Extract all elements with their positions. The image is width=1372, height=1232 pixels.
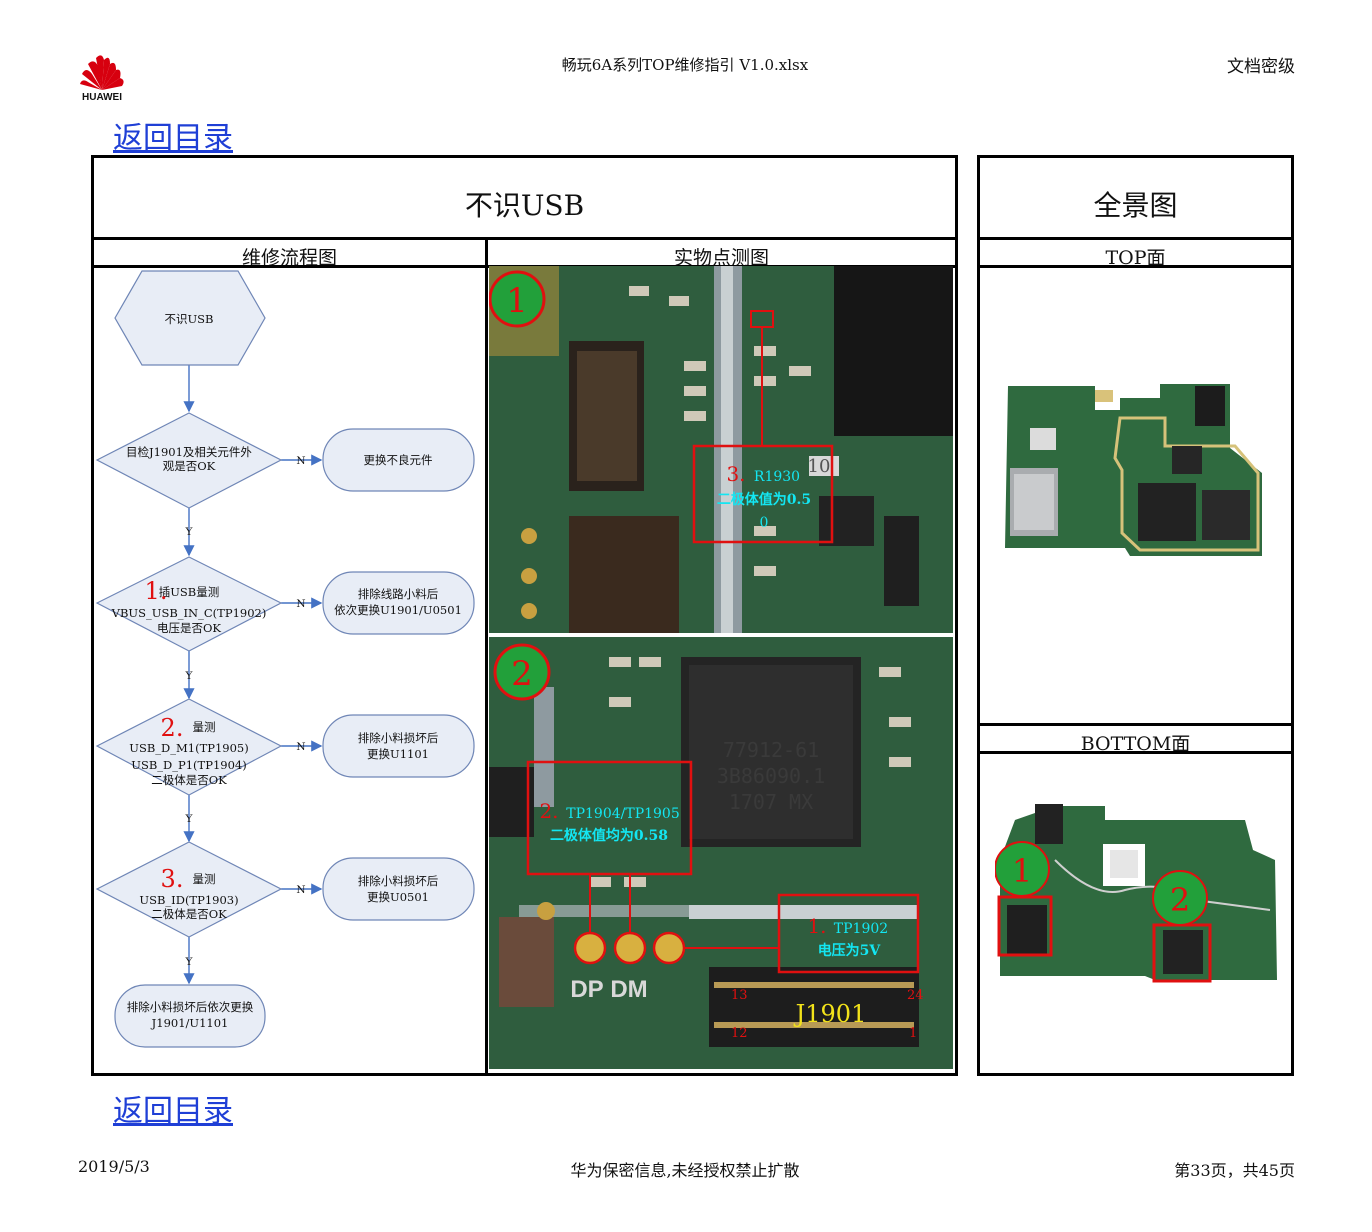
photo2-label1-line1: TP1902	[834, 921, 888, 937]
marker-1-circle	[489, 270, 546, 328]
flow-end-shape	[114, 984, 266, 1048]
top-side-label: TOP面	[1105, 247, 1166, 269]
flow-d3-line2: USB_D_M1(TP1905)	[129, 741, 248, 755]
bottom-marker-2-circle	[1152, 870, 1208, 926]
flow-decision-4	[95, 841, 283, 938]
flow-no-1: N	[296, 455, 305, 467]
pin-24: 24	[907, 988, 924, 1003]
photo2-chip-line2: 3B86090.1	[717, 764, 825, 788]
document-title: 畅玩6A系列TOP维修指引 V1.0.xlsx	[561, 56, 809, 74]
silk-dp: DP	[570, 976, 603, 1003]
bottom-marker-1-box	[997, 895, 1053, 957]
flow-d4-line1: 量测	[193, 872, 216, 886]
logo-text: HUAWEI	[82, 92, 122, 103]
flow-d3-line1: 量测	[193, 720, 216, 734]
flow-d4-line3: 二极体是否OK	[151, 907, 227, 921]
flow-no-4: N	[296, 884, 305, 896]
main-title: 不识USB	[464, 189, 585, 222]
flow-start-text: 不识USB	[164, 312, 213, 326]
footer-date: 2019/5/3	[78, 1157, 150, 1176]
flow-action-4-line2: 更换U0501	[367, 890, 429, 904]
flow-d2-line1: 插USB量测	[159, 585, 220, 599]
flow-start-shape	[114, 270, 266, 366]
flow-action-3	[322, 714, 475, 778]
photo2-chip-line3: 1707 MX	[729, 790, 813, 814]
silk-dm: DM	[610, 976, 647, 1003]
photo1-chip-text: 10	[808, 456, 831, 477]
flow-end-line2: J1901/U1101	[151, 1016, 229, 1030]
flow-action-3-line1: 排除小料损坏后	[358, 731, 439, 745]
flow-action-1-text: 更换不良元件	[364, 453, 433, 467]
flow-action-2-line2: 依次更换U1901/U0501	[334, 603, 462, 617]
flow-d2-line3: 电压是否OK	[157, 621, 221, 635]
photo-column-title: 实物点测图	[673, 247, 769, 269]
pin-12: 12	[731, 1026, 748, 1041]
marker-2-circle	[493, 643, 551, 701]
footer-notice: 华为保密信息,未经授权禁止扩散	[570, 1161, 800, 1180]
flow-yes-2: Y	[185, 670, 194, 682]
bottom-board-image: 1 2	[995, 804, 1277, 983]
flow-d2-number: 1.	[145, 577, 168, 605]
flow-action-2	[322, 571, 475, 635]
back-to-contents-link-bottom[interactable]: 返回目录	[113, 1094, 233, 1129]
test-point-photo-2: 2 77912-61 3B86090.1 1707 MX 2. TP1904/T…	[489, 637, 953, 1069]
photo2-callout-box-2	[526, 760, 693, 876]
photo2-label2-number: 2.	[539, 799, 558, 823]
flow-d2-line2: VBUS_USB_IN_C(TP1902)	[111, 606, 267, 620]
flow-d1-line1: 目检J1901及相关元件外	[126, 445, 252, 459]
huawei-logo-icon	[80, 55, 124, 90]
photo1-callout-box	[692, 444, 834, 544]
photo2-label1-number: 1.	[807, 914, 826, 938]
huawei-logo: HUAWEI	[74, 50, 134, 106]
flow-yes-3: Y	[185, 813, 194, 825]
flow-d3-number: 2.	[161, 714, 184, 742]
bottom-marker-2: 2	[1170, 881, 1190, 919]
photo2-callout-box-1	[777, 893, 920, 974]
footer-page: 第33页，共45页	[1174, 1161, 1295, 1180]
flow-decision-2	[95, 556, 283, 652]
flow-decision-1	[95, 412, 283, 509]
photo2-label2-line1: TP1904/TP1905	[566, 806, 680, 822]
photo1-marker: 1	[506, 281, 528, 321]
bottom-side-label: BOTTOM面	[1080, 733, 1191, 755]
photo2-label1-line2: 电压为5V	[818, 942, 882, 959]
photo2-label2-line2: 二极体值均为0.58	[550, 827, 668, 844]
overview-title: 全景图	[1093, 189, 1178, 222]
photo2-chip-line1: 77912-61	[723, 738, 819, 762]
connector-label: J1901	[793, 1000, 867, 1028]
flow-d4-number: 3.	[161, 865, 184, 893]
flow-no-2: N	[296, 598, 305, 610]
pin-1: 1	[909, 1026, 917, 1041]
flow-d3-line4: 二极体是否OK	[151, 773, 227, 787]
back-to-contents-link-top[interactable]: 返回目录	[113, 121, 233, 156]
document-classification: 文档密级	[1227, 57, 1295, 77]
flow-column-title: 维修流程图	[241, 247, 337, 269]
flow-yes-4: Y	[185, 956, 194, 968]
flow-end-line1: 排除小料损坏后依次更换	[127, 1000, 254, 1014]
flow-d3-line3: USB_D_P1(TP1904)	[131, 758, 246, 772]
repair-flowchart: 不识USB 目检J1901及相关元件外 观是否OK 插USB量测 VBUS_US…	[95, 270, 475, 1048]
top-board-image	[1005, 384, 1262, 556]
pin-13: 13	[731, 988, 748, 1003]
flow-yes-1: Y	[185, 526, 194, 538]
flow-d4-line2: USB_ID(TP1903)	[139, 893, 238, 907]
bottom-marker-1-circle	[995, 841, 1050, 897]
photo1-label-number: 3.	[726, 462, 745, 486]
flow-action-4	[322, 857, 475, 921]
flow-d1-line2: 观是否OK	[163, 459, 216, 473]
pcb-photo-1-graphic: 1 10 3. R1930 二极体值为0.5 0	[489, 266, 953, 633]
test-point-photo-1: 1 10 3. R1930 二极体值为0.5 0	[489, 266, 953, 633]
flow-no-3: N	[296, 741, 305, 753]
photo2-marker: 2	[511, 654, 533, 694]
pcb-photo-2-graphic: 2 77912-61 3B86090.1 1707 MX 2. TP1904/T…	[489, 637, 953, 1069]
flow-action-2-line1: 排除线路小料后	[358, 587, 439, 601]
flow-action-3-line2: 更换U1101	[367, 747, 429, 761]
bottom-marker-1: 1	[1012, 852, 1032, 890]
photo1-label-line3: 0	[760, 515, 769, 531]
flow-action-1	[322, 428, 475, 492]
photo1-label-line1: R1930	[754, 469, 800, 485]
flow-decision-3	[95, 698, 283, 796]
flow-action-4-line1: 排除小料损坏后	[358, 874, 439, 888]
photo1-label-line2: 二极体值为0.5	[717, 491, 811, 508]
